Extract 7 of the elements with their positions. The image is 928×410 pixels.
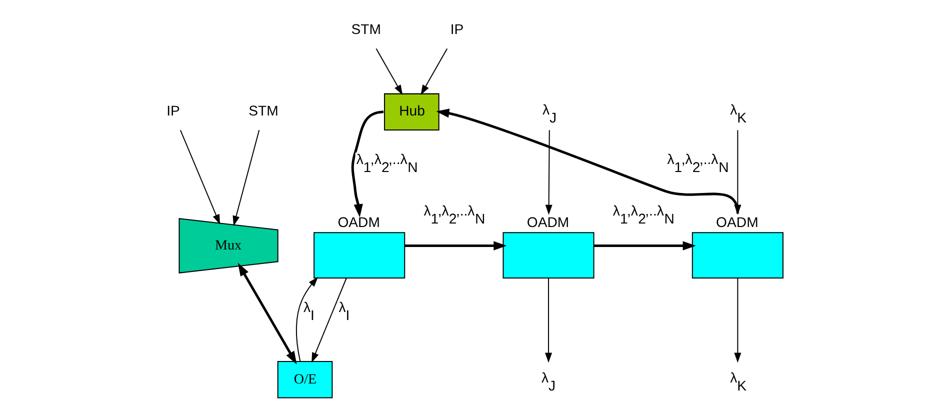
node-text: STM	[248, 102, 278, 119]
node-text: IP	[450, 21, 464, 38]
node-label: OADM	[716, 214, 758, 230]
node-label: OADM	[526, 214, 569, 230]
node-label: OADM	[337, 214, 380, 230]
node-text: STM	[350, 21, 381, 38]
node-text: IP	[166, 102, 180, 119]
